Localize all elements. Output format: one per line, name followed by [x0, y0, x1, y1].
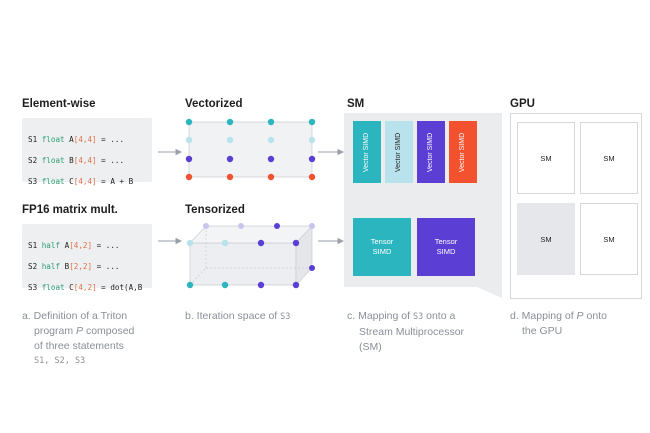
gpu-sm-cell: SM	[580, 122, 638, 194]
vector-simd-unit: Vector SIMD	[385, 121, 413, 183]
code-line: S3 float C[4,2] = dot(A,B	[28, 282, 143, 292]
tensorized-points	[186, 223, 315, 289]
tensor-point	[309, 223, 315, 229]
tensor-point	[186, 281, 194, 289]
vector-point	[226, 173, 234, 181]
sm-projection-wedge	[477, 113, 502, 298]
gpu-sm-cell: SM	[517, 122, 575, 194]
tensorized-box	[189, 225, 313, 286]
vector-point	[308, 155, 316, 163]
code-line: S1 half A[4,2] = ...	[28, 240, 120, 250]
vector-simd-unit: Vector SIMD	[449, 121, 477, 183]
vector-point	[308, 136, 316, 144]
gpu-sm-cell-active: SM	[517, 203, 575, 275]
code-block-elementwise: S1 float A[4,4] = ... S2 float B[4,4] = …	[22, 118, 152, 186]
caption-a: a. Definition of a Triton program P comp…	[22, 310, 135, 366]
tensor-point	[221, 281, 229, 289]
vectorized-points	[185, 118, 316, 181]
tensor-point	[309, 265, 315, 271]
vector-point	[226, 118, 234, 126]
vectorized-plane	[188, 121, 313, 178]
code-line: S1 float A[4,4] = ...	[28, 134, 125, 144]
vector-point	[185, 136, 193, 144]
tensor-simd-unit: Tensor SIMD	[417, 218, 475, 276]
vector-simd-unit: Vector SIMD	[417, 121, 445, 183]
code-line: S2 half B[2,2] = ...	[28, 261, 120, 271]
tensor-point	[221, 239, 229, 247]
vector-point	[185, 173, 193, 181]
tensor-point	[257, 239, 265, 247]
vector-simd-unit: Vector SIMD	[353, 121, 381, 183]
vector-point	[226, 136, 234, 144]
tensor-point	[186, 239, 194, 247]
tensor-point	[203, 223, 209, 229]
tensorized-heading: Tensorized	[185, 204, 245, 216]
tensor-point	[274, 223, 280, 229]
tensor-point	[238, 223, 244, 229]
code-line: S3 float C[4,4] = A + B	[28, 176, 134, 186]
vector-point	[226, 155, 234, 163]
tensor-point	[292, 281, 300, 289]
tensor-point	[292, 239, 300, 247]
vector-point	[185, 118, 193, 126]
vector-point	[267, 136, 275, 144]
gpu-heading: GPU	[510, 98, 535, 110]
fp16-heading: FP16 matrix mult.	[22, 204, 118, 216]
sm-heading: SM	[347, 98, 365, 110]
vector-point	[267, 173, 275, 181]
gpu-sm-cell: SM	[580, 203, 638, 275]
vector-point	[308, 118, 316, 126]
code-line: S2 float B[4,4] = ...	[28, 155, 125, 165]
caption-b: b. Iteration space of S3	[185, 310, 291, 322]
vector-point	[267, 155, 275, 163]
element-wise-heading: Element-wise	[22, 98, 96, 110]
vectorized-heading: Vectorized	[185, 98, 243, 110]
vector-point	[308, 173, 316, 181]
caption-d: d. Mapping of P onto the GPU	[510, 310, 607, 337]
caption-c: c. Mapping of S3 onto a Stream Multiproc…	[347, 310, 465, 353]
vector-point	[267, 118, 275, 126]
vector-point	[185, 155, 193, 163]
tensor-simd-unit: Tensor SIMD	[353, 218, 411, 276]
tensor-point	[257, 281, 265, 289]
code-block-matmul: S1 half A[4,2] = ... S2 half B[2,2] = ..…	[22, 224, 152, 292]
